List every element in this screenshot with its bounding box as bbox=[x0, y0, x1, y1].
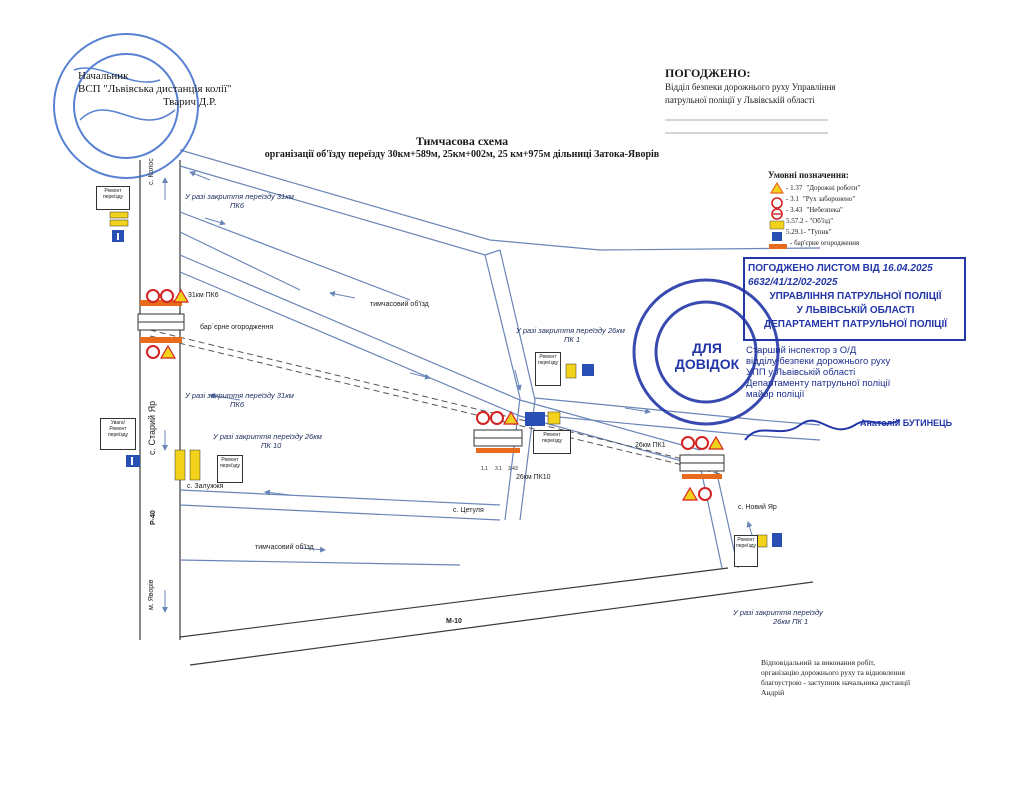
footer-l3: благоустрою - заступник начальника диста… bbox=[761, 678, 911, 687]
footer-l1: Відповідальний за виконання робіт, bbox=[761, 658, 875, 667]
page-title: Тимчасова схема bbox=[415, 134, 509, 148]
page-subtitle: організації об'їзду переїзду 30км+589м, … bbox=[264, 149, 660, 160]
sign-code-3: 3.43 bbox=[508, 466, 518, 472]
approved-title: ПОГОДЖЕНО: bbox=[665, 66, 751, 80]
legend-item-detour: 5.57.2 - "Об'їзд" bbox=[786, 216, 834, 225]
signatory-l5: майор поліції bbox=[746, 389, 805, 400]
village-kolos: с. Колос bbox=[148, 158, 155, 185]
crossing-label-26km-pk10: 26км ПК10 bbox=[516, 474, 551, 481]
detour-label-1: тимчасовий об'їзд bbox=[370, 301, 429, 308]
legend-item-road-works: - 1.37"Дорожні роботи" bbox=[786, 183, 861, 192]
stamp-number: 6632/41/12/02-2025 bbox=[748, 277, 838, 288]
signatory-l2: відділу безпеки дорожнього руху bbox=[746, 356, 891, 367]
legend-title: Умовні позначення: bbox=[768, 170, 849, 180]
crossing-31km bbox=[137, 300, 185, 343]
warning-plate-26km-1: Ремонт переїзду bbox=[535, 352, 561, 386]
road-p40 bbox=[139, 160, 181, 640]
warning-plate-novyi-yar: Ремонт переїзду bbox=[734, 535, 758, 567]
railway-line bbox=[149, 329, 721, 475]
legend: Умовні позначення: - 1.37"Дорожні роботи… bbox=[768, 170, 860, 248]
village-tsetulia: с. Цетуля bbox=[453, 507, 484, 514]
approved-line1: Відділ безпеки дорожнього руху Управлінн… bbox=[665, 82, 836, 92]
header-role: Начальник bbox=[78, 70, 129, 82]
barrier-label: бар`єрне огородження bbox=[200, 324, 274, 331]
warning-plate-zaluzhzhia: Ремонт переїзду bbox=[217, 455, 243, 483]
handwritten-signature bbox=[744, 419, 901, 441]
legend-item-danger: - 3.43"Небезпека" bbox=[786, 205, 843, 214]
approved-block: ПОГОДЖЕНО: Відділ безпеки дорожнього рух… bbox=[665, 66, 836, 107]
header-left: Начальник ВСП "Львівська дистанція колії… bbox=[78, 70, 231, 109]
stamp-org1: УПРАВЛІННЯ ПАТРУЛЬНОЇ ПОЛІЦІЇ bbox=[769, 291, 942, 302]
village-yavoriv: м. Яворів bbox=[148, 579, 155, 610]
crossing-26km-pk10 bbox=[473, 429, 523, 453]
stamp-org3: ДЕПАРТАМЕНТ ПАТРУЛЬНОЇ ПОЛІЦІЇ bbox=[763, 319, 948, 330]
police-stamp-center: ДЛЯ ДОВІДОК bbox=[674, 340, 740, 372]
sign-code-1: 1.1 bbox=[481, 466, 488, 472]
stamp-date: 16.04.2025 bbox=[882, 263, 933, 274]
road-label-p40: Р-40 bbox=[150, 510, 157, 525]
signatory-l1: Старший інспектор з О/Д bbox=[746, 345, 857, 356]
village-zaluzhzhia: с. Залужжя bbox=[187, 483, 224, 490]
police-round-stamp bbox=[632, 278, 780, 426]
header-name: Тварич Д.Р. bbox=[163, 96, 217, 108]
organization-round-stamp-left bbox=[53, 33, 199, 179]
village-stary-yar: с. Старий Яр bbox=[147, 400, 157, 455]
legend-item-dead-end: 5.29.1- "Тупик" bbox=[786, 227, 832, 236]
approval-rect-stamp bbox=[743, 257, 966, 341]
road-signs bbox=[146, 288, 725, 501]
stamp-line1: ПОГОДЖЕНО ЛИСТОМ ВІД bbox=[748, 263, 880, 274]
crossing-26km-pk1 bbox=[679, 454, 725, 479]
header-org: ВСП "Львівська дистанція колії" bbox=[78, 83, 232, 95]
footer-responsible: Відповідальний за виконання робіт, орган… bbox=[761, 658, 961, 698]
detour-sign-stacks bbox=[109, 211, 782, 548]
footer-l2: організацію дорожнього руху та відновлен… bbox=[761, 668, 905, 677]
legend-item-no-traffic: - 3.1"Рух заборонено" bbox=[786, 194, 856, 203]
warning-plate-kolos: Ремонт переїзду bbox=[96, 186, 130, 210]
signatory-l3: УПП у Львівській області bbox=[746, 367, 856, 378]
legend-symbols bbox=[769, 181, 787, 249]
road-m10 bbox=[179, 567, 814, 666]
legend-item-barrier: - бар'єрне огородження bbox=[790, 238, 860, 247]
warning-plate-26km-10: Ремонт переїзду bbox=[533, 430, 571, 454]
village-novyi-yar: с. Новий Яр bbox=[738, 504, 777, 511]
approval-stamp-text: ПОГОДЖЕНО ЛИСТОМ ВІД 16.04.2025 6632/41/… bbox=[748, 262, 963, 332]
footer-l4: Андрій bbox=[761, 688, 785, 697]
detour-arrows bbox=[162, 171, 756, 613]
detour-label-2: тимчасовий об'їзд bbox=[255, 544, 314, 551]
crossing-label-31km: 31км ПК6 bbox=[188, 292, 219, 299]
approved-line2: патрульної поліції у Львівській області bbox=[665, 95, 815, 105]
signatory-block: Старший інспектор з О/Д відділу безпеки … bbox=[746, 345, 890, 400]
signatory-l4: Департаменту патрульної поліції bbox=[746, 378, 891, 389]
road-label-m10: М-10 bbox=[446, 618, 462, 625]
warning-plate-uvaga: Увага! Ремонт переїзду bbox=[100, 418, 136, 450]
stamp-org2: У ЛЬВІВСЬКІЙ ОБЛАСТІ bbox=[796, 305, 915, 316]
crossing-label-26km-pk1: 26км ПК1 bbox=[635, 442, 666, 449]
sign-code-2: 3.1 bbox=[495, 466, 502, 472]
signatory-name: Анатолій БУТИНЕЦЬ bbox=[860, 418, 953, 428]
